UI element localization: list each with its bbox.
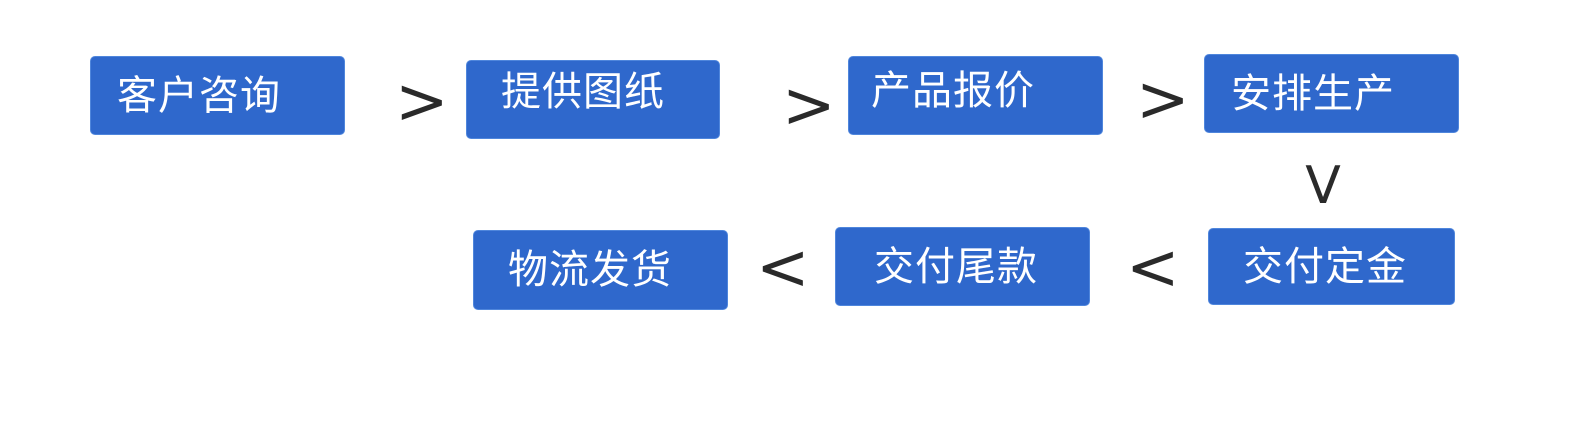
arrow-right-icon: > (1136, 63, 1190, 137)
arrow-right-icon: > (395, 65, 449, 139)
step-label: 客户咨询 (117, 72, 281, 119)
step-provide-drawings: 提供图纸 (466, 60, 720, 139)
step-label: 安排生产 (1231, 70, 1395, 117)
step-deposit-payment: 交付定金 (1208, 228, 1455, 305)
arrow-down-icon: V (1305, 156, 1341, 216)
step-label: 物流发货 (508, 247, 672, 293)
arrow-right-icon: > (782, 69, 836, 143)
step-label: 交付定金 (1243, 243, 1407, 290)
step-label: 交付尾款 (874, 243, 1038, 290)
step-product-quote: 产品报价 (848, 56, 1103, 135)
step-customer-inquiry: 客户咨询 (90, 56, 345, 135)
arrow-left-icon: < (1126, 231, 1180, 305)
arrow-left-icon: < (756, 231, 810, 305)
step-label: 提供图纸 (501, 68, 665, 115)
step-label: 产品报价 (871, 67, 1035, 114)
step-final-payment: 交付尾款 (835, 227, 1090, 306)
step-logistics-shipping: 物流发货 (473, 230, 728, 310)
step-arrange-production: 安排生产 (1204, 54, 1459, 133)
